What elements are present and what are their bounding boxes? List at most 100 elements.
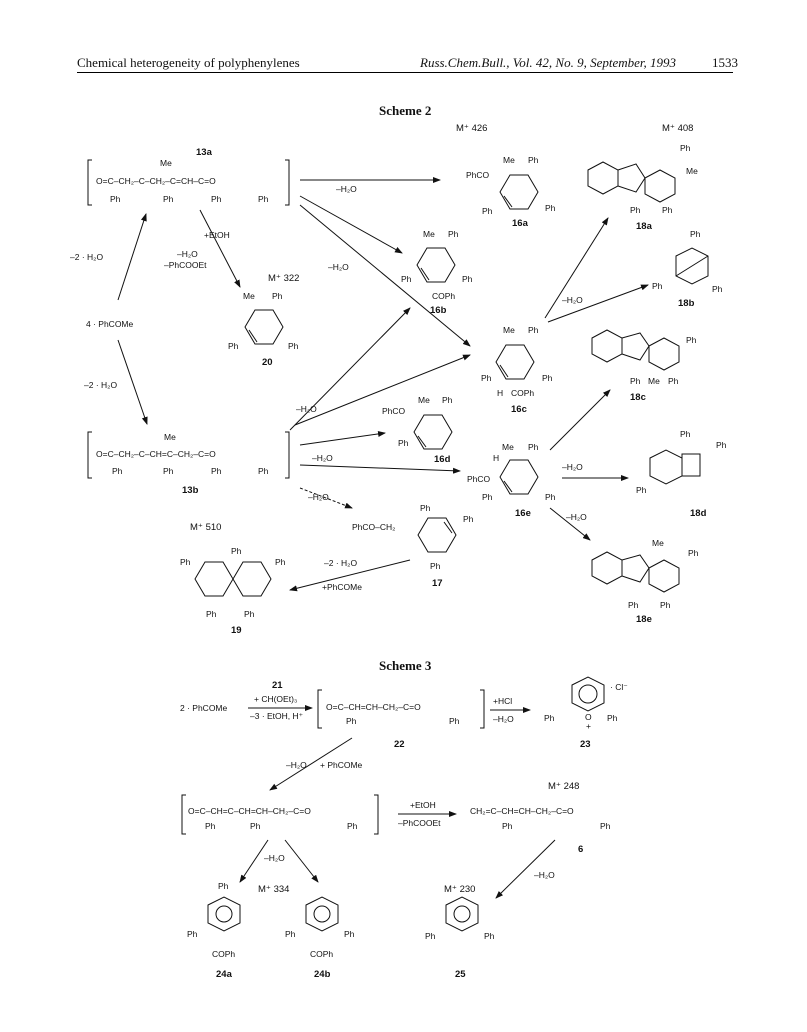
svg-text:16b: 16b bbox=[430, 305, 447, 316]
13b-sub-4: Ph bbox=[258, 466, 269, 476]
running-header-journal: Russ.Chem.Bull., Vol. 42, No. 9, Septemb… bbox=[420, 55, 677, 70]
svg-text:M⁺ 334: M⁺ 334 bbox=[258, 884, 289, 895]
svg-text:M⁺ 248: M⁺ 248 bbox=[548, 781, 579, 792]
compound-16b: Me Ph Ph Ph COPh 16b bbox=[401, 229, 473, 316]
svg-text:+EtOH: +EtOH bbox=[410, 800, 436, 810]
compound-mid-chain: O=C–CH=C–CH=CH–CH₂–C=O Ph Ph Ph bbox=[181, 794, 379, 835]
svg-text:M⁺ 426: M⁺ 426 bbox=[456, 123, 487, 134]
svg-text:Ph: Ph bbox=[442, 395, 453, 405]
svg-text:Ph: Ph bbox=[275, 557, 286, 567]
compound-20: M⁺ 322 Me Ph Ph Ph 20 bbox=[228, 273, 299, 368]
svg-text:25: 25 bbox=[455, 969, 466, 980]
compound-17: PhCO–CH₂ Ph Ph Ph 17 bbox=[352, 503, 474, 589]
svg-text:Ph: Ph bbox=[545, 203, 556, 213]
svg-text:Ph: Ph bbox=[430, 561, 441, 571]
svg-text:Ph: Ph bbox=[244, 609, 255, 619]
svg-text:Ph: Ph bbox=[688, 548, 699, 558]
svg-text:22: 22 bbox=[394, 739, 405, 750]
svg-text:–H₂O: –H₂O bbox=[562, 462, 583, 472]
svg-text:PhCO: PhCO bbox=[466, 170, 490, 180]
compound-22: O=C–CH=CH–CH₂–C=O Ph Ph 22 bbox=[317, 689, 485, 750]
arrow-13b-16e bbox=[299, 464, 461, 474]
svg-text:19: 19 bbox=[231, 625, 242, 636]
svg-text:H: H bbox=[493, 453, 499, 463]
svg-text:6: 6 bbox=[578, 844, 583, 855]
svg-text:Me: Me bbox=[243, 291, 255, 301]
13b-sub-1: Ph bbox=[112, 466, 123, 476]
svg-text:Ph: Ph bbox=[680, 429, 691, 439]
svg-text:Ph: Ph bbox=[484, 931, 495, 941]
svg-text:O: O bbox=[585, 712, 592, 722]
svg-text:+ CH(OEt)₃: + CH(OEt)₃ bbox=[254, 694, 297, 704]
cond-up: –2 · H₂O bbox=[70, 252, 103, 262]
svg-text:20: 20 bbox=[262, 357, 273, 368]
arrow-13a-20 bbox=[199, 209, 241, 288]
arrow-17-19 bbox=[289, 559, 411, 592]
svg-text:21: 21 bbox=[272, 680, 283, 691]
start-4-phcome: 4 · PhCOMe bbox=[86, 319, 134, 329]
svg-text:16c: 16c bbox=[511, 404, 527, 415]
arrow-16c-18b bbox=[547, 284, 649, 323]
svg-text:Me: Me bbox=[418, 395, 430, 405]
svg-text:Ph: Ph bbox=[630, 205, 641, 215]
svg-text:COPh: COPh bbox=[212, 949, 235, 959]
compound-18e: Me Ph Ph Ph 18e bbox=[591, 538, 699, 625]
svg-text:–H₂O: –H₂O bbox=[264, 853, 285, 863]
svg-text:PhCO–CH₂: PhCO–CH₂ bbox=[352, 522, 395, 532]
svg-text:Ph: Ph bbox=[660, 600, 671, 610]
svg-text:16d: 16d bbox=[434, 454, 451, 465]
svg-text:Ph: Ph bbox=[482, 492, 493, 502]
svg-text:Ph: Ph bbox=[502, 821, 513, 831]
svg-text:Ph: Ph bbox=[528, 325, 539, 335]
label-13b: 13b bbox=[182, 485, 199, 496]
svg-text:–H₂O: –H₂O bbox=[566, 512, 587, 522]
svg-text:COPh: COPh bbox=[432, 291, 455, 301]
svg-text:PhCO: PhCO bbox=[467, 474, 491, 484]
13b-chain: O=C–CH₂–C–CH=C–CH₂–C=O bbox=[96, 449, 216, 459]
scheme-2-title: Scheme 2 bbox=[379, 103, 432, 118]
13b-sub-3: Ph bbox=[211, 466, 222, 476]
running-header-title: Chemical heterogeneity of polyphenylenes bbox=[77, 55, 300, 70]
compound-16a: M⁺ 426 Me Ph PhCO Ph Ph 16a bbox=[456, 123, 556, 229]
svg-text:Ph: Ph bbox=[420, 503, 431, 513]
svg-text:–H₂O: –H₂O bbox=[177, 249, 198, 259]
arrow-13b-16c bbox=[294, 354, 471, 426]
svg-text:+PhCOMe: +PhCOMe bbox=[322, 582, 362, 592]
svg-text:Me: Me bbox=[648, 376, 660, 386]
svg-text:Ph: Ph bbox=[528, 442, 539, 452]
svg-text:COPh: COPh bbox=[310, 949, 333, 959]
svg-text:Ph: Ph bbox=[449, 716, 460, 726]
13a-sub-4: Ph bbox=[258, 194, 269, 204]
svg-text:18e: 18e bbox=[636, 614, 652, 625]
svg-text:Ph: Ph bbox=[542, 373, 553, 383]
svg-text:Me: Me bbox=[423, 229, 435, 239]
svg-text:Ph: Ph bbox=[636, 485, 647, 495]
svg-text:Me: Me bbox=[686, 166, 698, 176]
arrow-mid-24b bbox=[284, 839, 319, 883]
svg-text:Me: Me bbox=[503, 325, 515, 335]
compound-18b: Ph Ph Ph 18b bbox=[652, 229, 723, 309]
svg-text:+ PhCOMe: + PhCOMe bbox=[320, 760, 363, 770]
compound-13b: Me O=C–CH₂–C–CH=C–CH₂–C=O Ph Ph Ph Ph 13… bbox=[87, 431, 290, 496]
svg-text:Ph: Ph bbox=[652, 281, 663, 291]
svg-text:–H₂O: –H₂O bbox=[336, 184, 357, 194]
svg-text:H: H bbox=[497, 388, 503, 398]
svg-text:–H₂O: –H₂O bbox=[308, 492, 329, 502]
arrow-13b-17 bbox=[299, 487, 353, 509]
svg-text:18c: 18c bbox=[630, 392, 646, 403]
svg-text:17: 17 bbox=[432, 578, 443, 589]
svg-text:–2 · H₂O: –2 · H₂O bbox=[324, 558, 357, 568]
compound-23: Ph Ph O + · Cl⁻ 23 bbox=[544, 676, 628, 750]
svg-text:Ph: Ph bbox=[218, 881, 229, 891]
arrow-6-25 bbox=[495, 839, 556, 899]
svg-text:Ph: Ph bbox=[206, 609, 217, 619]
compound-16c: Me Ph Ph Ph H COPh 16c bbox=[481, 325, 553, 415]
svg-text:M⁺ 322: M⁺ 322 bbox=[268, 273, 299, 284]
svg-text:COPh: COPh bbox=[511, 388, 534, 398]
svg-text:+EtOH: +EtOH bbox=[204, 230, 230, 240]
arrow-16c-18a bbox=[544, 217, 609, 319]
svg-text:18d: 18d bbox=[690, 508, 707, 519]
svg-text:–H₂O: –H₂O bbox=[534, 870, 555, 880]
svg-text:Ph: Ph bbox=[205, 821, 216, 831]
arrow-start-13a bbox=[117, 213, 147, 301]
